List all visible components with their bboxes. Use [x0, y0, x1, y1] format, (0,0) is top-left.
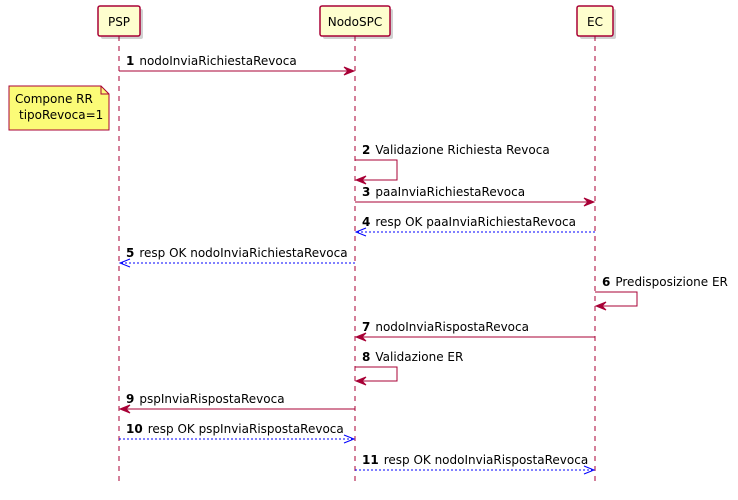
message-6: 6 Predisposizione ER	[594, 275, 728, 311]
message-text: nodoInviaRispostaRevoca	[375, 320, 529, 334]
message-10: 10 resp OK pspInviaRispostaRevoca	[119, 422, 356, 444]
message-2: 2 Validazione Richiesta Revoca	[354, 143, 550, 185]
participant-ec: EC	[576, 5, 616, 39]
message-9: 9 pspInviaRispostaRevoca	[118, 392, 355, 414]
message-number: 7	[362, 320, 370, 334]
message-text: resp OK pspInviaRispostaRevoca	[148, 422, 344, 436]
message-3: 3 paaInviaRichiestaRevoca	[355, 185, 596, 207]
participant-label: EC	[587, 15, 603, 29]
arrow-head	[343, 434, 356, 444]
note-line: Compone RR	[15, 92, 93, 106]
arrow-head	[583, 197, 596, 207]
message-label: 3 paaInviaRichiestaRevoca	[362, 185, 525, 199]
message-text: nodoInviaRichiestaRevoca	[139, 54, 296, 68]
message-line	[355, 366, 398, 382]
message-label: 1 nodoInviaRichiestaRevoca	[126, 54, 297, 68]
message-number: 6	[602, 275, 610, 289]
participant-label: PSP	[108, 15, 130, 29]
message-label: 6 Predisposizione ER	[602, 275, 728, 289]
message-number: 9	[126, 392, 134, 406]
message-text: pspInviaRispostaRevoca	[139, 392, 284, 406]
message-text: paaInviaRichiestaRevoca	[375, 185, 525, 199]
arrow-head	[118, 258, 131, 268]
message-label: 2 Validazione Richiesta Revoca	[362, 143, 550, 157]
arrow-head	[354, 376, 367, 386]
arrow-head	[594, 301, 607, 311]
message-7: 7 nodoInviaRispostaRevoca	[354, 320, 595, 342]
note-line: tipoRevoca=1	[19, 108, 103, 122]
message-8: 8 Validazione ER	[354, 350, 463, 386]
arrow-head	[343, 66, 356, 76]
note: Compone RR tipoRevoca=1	[8, 85, 110, 131]
message-number: 3	[362, 185, 370, 199]
note-shape	[8, 85, 110, 131]
participant-psp: PSP	[97, 5, 143, 39]
participant-nodo: NodoSPC	[319, 5, 393, 39]
message-line	[355, 159, 398, 181]
message-number: 5	[126, 246, 134, 260]
message-4: 4 resp OK paaInviaRichiestaRevoca	[354, 215, 595, 237]
message-text: resp OK paaInviaRichiestaRevoca	[375, 215, 576, 229]
message-line	[595, 291, 638, 307]
arrow-head	[583, 465, 596, 475]
message-label: 9 pspInviaRispostaRevoca	[126, 392, 285, 406]
lifelines	[118, 36, 596, 486]
message-label: 11 resp OK nodoInviaRispostaRevoca	[362, 453, 588, 467]
message-5: 5 resp OK nodoInviaRichiestaRevoca	[118, 246, 355, 268]
message-text: Predisposizione ER	[615, 275, 728, 289]
arrow-head	[118, 404, 131, 414]
message-label: 8 Validazione ER	[362, 350, 463, 364]
participants: PSP NodoSPC EC	[97, 5, 616, 39]
participant-label: NodoSPC	[328, 15, 383, 29]
message-label: 7 nodoInviaRispostaRevoca	[362, 320, 529, 334]
message-number: 4	[362, 215, 370, 229]
message-label: 5 resp OK nodoInviaRichiestaRevoca	[126, 246, 348, 260]
message-text: Validazione Richiesta Revoca	[375, 143, 549, 157]
message-1: 1 nodoInviaRichiestaRevoca	[119, 54, 356, 76]
note-fold	[100, 86, 109, 95]
message-number: 10	[126, 422, 143, 436]
participant-box	[97, 5, 141, 37]
message-11: 11 resp OK nodoInviaRispostaRevoca	[355, 453, 596, 475]
message-number: 11	[362, 453, 379, 467]
message-number: 8	[362, 350, 370, 364]
message-label: 10 resp OK pspInviaRispostaRevoca	[126, 422, 344, 436]
message-number: 2	[362, 143, 370, 157]
message-number: 1	[126, 54, 134, 68]
arrow-head	[354, 227, 367, 237]
message-text: Validazione ER	[375, 350, 463, 364]
participant-box	[319, 5, 391, 37]
message-text: resp OK nodoInviaRispostaRevoca	[384, 453, 588, 467]
message-text: resp OK nodoInviaRichiestaRevoca	[139, 246, 347, 260]
participant-box	[576, 5, 614, 37]
arrow-head	[354, 332, 367, 342]
arrow-head	[354, 175, 367, 185]
messages: 1 nodoInviaRichiestaRevoca 2 Validazione Ri…	[118, 54, 728, 475]
message-label: 4 resp OK paaInviaRichiestaRevoca	[362, 215, 576, 229]
